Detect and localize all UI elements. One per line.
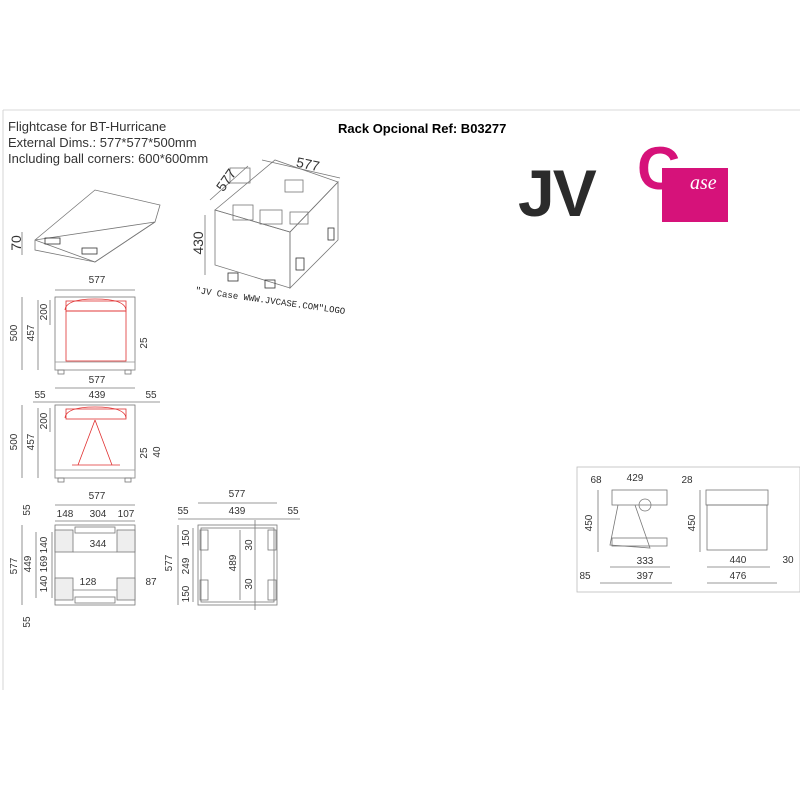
dim: 500 [9,433,20,451]
dim: 397 [636,571,654,582]
dim: 107 [117,509,135,520]
dim: 55 [287,506,299,517]
dim: 449 [23,555,34,573]
dim: 439 [88,390,106,401]
dim: 200 [39,412,50,430]
dim: 476 [729,571,747,582]
dim: 40 [152,446,163,458]
dim: 304 [89,509,107,520]
external-dims: External Dims.: 577*577*500mm [8,135,197,150]
dim: 140 [39,575,50,593]
dim: 429 [626,473,644,484]
dim: 30 [244,578,255,590]
dim: 457 [26,324,37,342]
dim: 150 [181,529,192,547]
dim: 577 [9,557,20,575]
logo-ase: ase [690,172,717,194]
dim: 55 [145,390,157,401]
rack-ref: Rack Opcional Ref: B03277 [338,121,507,136]
ball-corners: Including ball corners: 600*600mm [8,151,209,166]
dim: 30 [244,539,255,551]
dim: 68 [590,475,602,486]
dim: 577 [88,491,106,502]
dim: 200 [39,303,50,321]
dim: 344 [89,539,107,550]
dim: 450 [584,514,595,532]
dim: 55 [22,616,33,628]
dim: 439 [228,506,246,517]
dim: 85 [579,571,591,582]
dim: 440 [729,555,747,566]
dim: 140 [39,536,50,554]
dim: 333 [636,556,654,567]
dim: 577 [88,275,106,286]
dim-iso-height: 430 [190,231,206,255]
dim: 55 [177,506,189,517]
logo-jv: JV [518,156,597,230]
dim: 28 [681,475,693,486]
dim: 87 [145,577,157,588]
logo-c: C [637,135,681,202]
dim: 450 [687,514,698,532]
dim: 577 [228,489,246,500]
dim: 30 [782,555,794,566]
dim: 25 [139,447,150,459]
dim: 577 [88,375,106,386]
dim: 457 [26,433,37,451]
dim: 55 [34,390,46,401]
title: Flightcase for BT-Hurricane [8,119,167,134]
dim: 489 [228,554,239,572]
dim: 169 [39,555,50,573]
dim-lid-height: 70 [8,235,24,251]
dim: 500 [9,324,20,342]
logo-box [662,168,728,222]
dim: 25 [139,337,150,349]
dim: 249 [181,557,192,575]
dim: 148 [56,509,74,520]
dim: 55 [22,504,33,516]
dim: 128 [79,577,97,588]
dim: 150 [181,585,192,603]
dim: 577 [164,554,175,572]
